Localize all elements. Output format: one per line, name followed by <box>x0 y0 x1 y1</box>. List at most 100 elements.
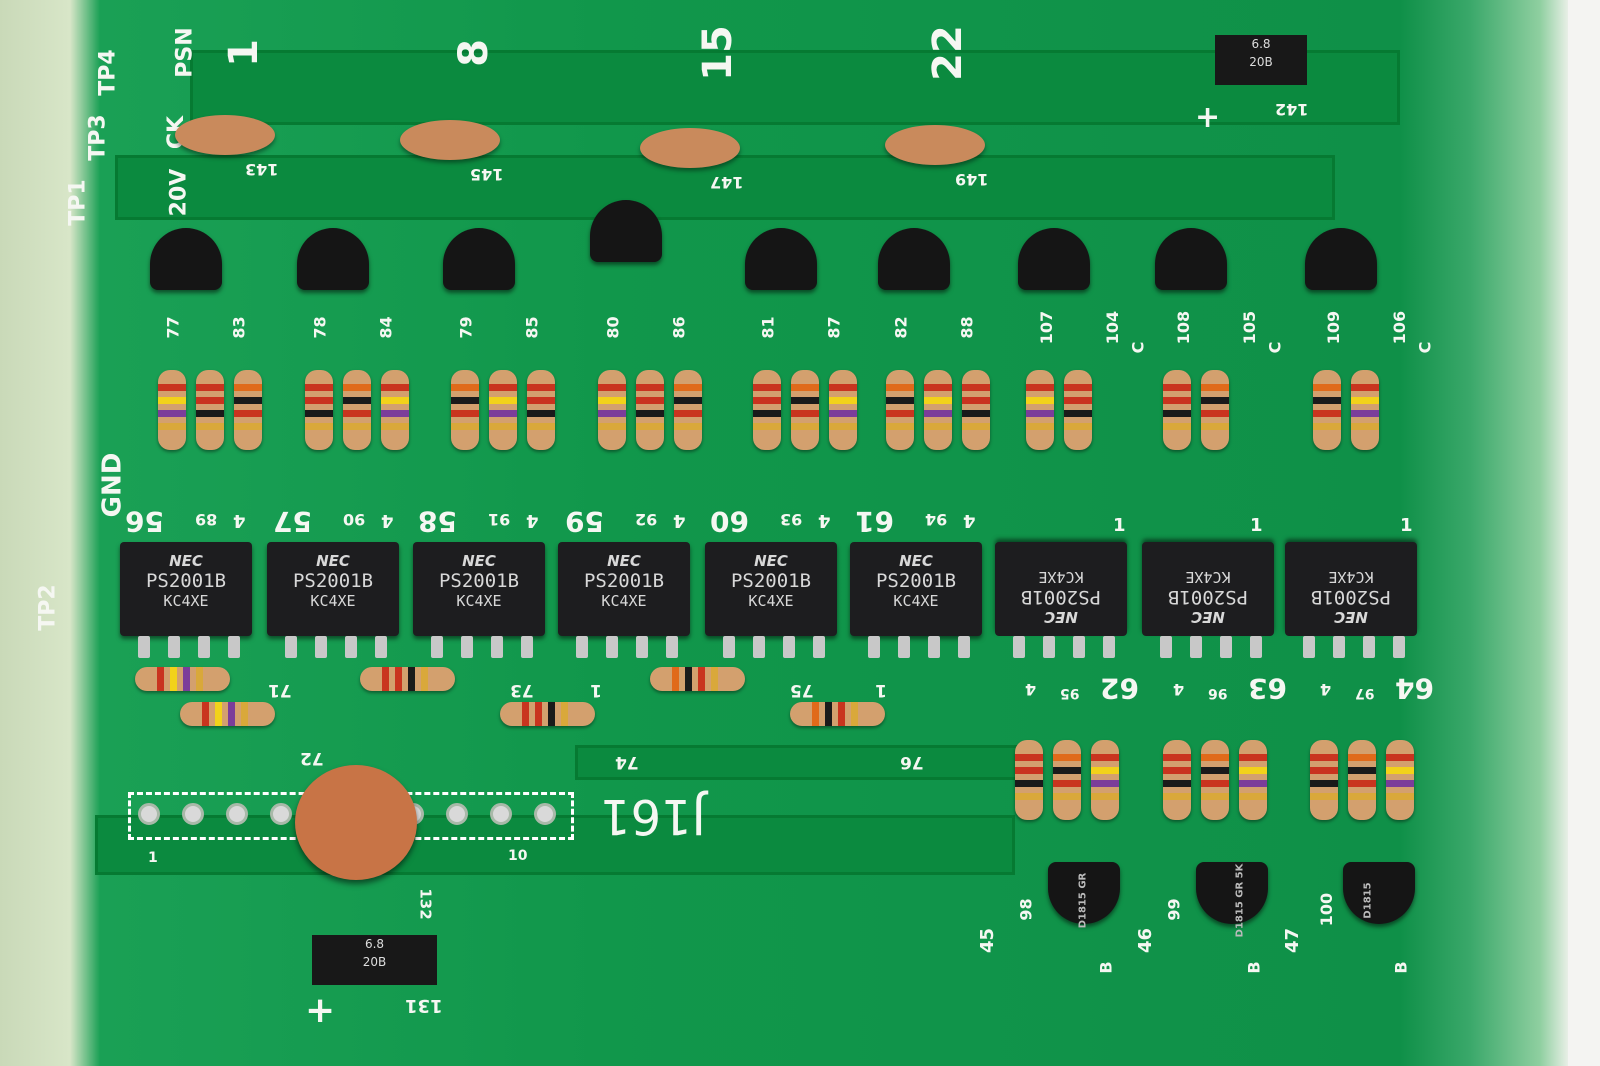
tp2-label: TP2 <box>35 584 61 631</box>
resistor-band <box>1201 793 1229 800</box>
ref-label: 64 <box>1395 672 1434 705</box>
resistor-band <box>1351 397 1379 404</box>
resistor-band <box>1351 423 1379 430</box>
ref-label: 95 <box>1060 685 1080 701</box>
resistor-band <box>886 423 914 430</box>
resistor-band <box>711 667 718 691</box>
resistor-band <box>561 702 568 726</box>
ref-label: 56 <box>125 505 164 538</box>
resistor-band <box>1386 780 1414 787</box>
mid-trace <box>575 745 1025 780</box>
chip-pin <box>315 636 327 658</box>
resistor-band <box>343 423 371 430</box>
chip-part: PS2001B <box>583 570 665 592</box>
chip-pin <box>576 636 588 658</box>
j161-label: J161 <box>600 788 706 844</box>
ref-label: 105 <box>1240 310 1260 345</box>
capacitor-ref: 149 <box>955 170 989 189</box>
resistor <box>1348 740 1376 820</box>
resistor-band <box>381 397 409 404</box>
resistor-band <box>1310 780 1338 787</box>
resistor-band <box>851 702 858 726</box>
gnd-label: GND <box>97 452 128 518</box>
resistor-band <box>522 702 529 726</box>
resistor-band <box>527 423 555 430</box>
ref-label: 99 <box>1164 898 1184 921</box>
resistor <box>1064 370 1092 450</box>
ref-label: 4 <box>1320 680 1332 699</box>
chip-lot: KC4XE <box>163 592 209 610</box>
resistor-band <box>451 423 479 430</box>
resistor-band <box>1026 410 1054 417</box>
chip-pin <box>228 636 240 658</box>
ref-label: 96 <box>1208 685 1228 701</box>
resistor-band <box>451 410 479 417</box>
connector-pad <box>534 803 556 825</box>
cap-ref-132: 132 <box>416 888 435 920</box>
resistor-band <box>962 423 990 430</box>
resistor-band <box>598 397 626 404</box>
chip-pin <box>168 636 180 658</box>
chip-pin <box>1013 636 1025 658</box>
resistor-band <box>924 410 952 417</box>
resistor-band <box>527 410 555 417</box>
ref-label: 84 <box>376 316 396 339</box>
resistor <box>196 370 224 450</box>
resistor <box>650 667 745 691</box>
conn-num-22: 22 <box>924 25 971 81</box>
resistor-band <box>1091 780 1119 787</box>
ref-label: 58 <box>418 505 457 538</box>
chip-part: PS2001B <box>1167 586 1249 608</box>
ref-label: 76 <box>900 752 924 772</box>
chip-pin <box>813 636 825 658</box>
resistor-band <box>234 384 262 391</box>
resistor-band <box>202 702 209 726</box>
resistor-band <box>196 423 224 430</box>
diode-marking: 20B <box>362 955 387 969</box>
resistor-band <box>1026 384 1054 391</box>
disc-capacitor <box>885 125 985 165</box>
20v-label: 20V <box>166 168 192 217</box>
ref-label: 94 <box>925 510 948 529</box>
chip-pin <box>431 636 443 658</box>
resistor-band <box>1091 793 1119 800</box>
resistor-band <box>1163 410 1191 417</box>
ref-label: 109 <box>1324 310 1344 345</box>
resistor-band <box>451 384 479 391</box>
resistor <box>234 370 262 450</box>
disc-capacitor <box>175 115 275 155</box>
resistor <box>1386 740 1414 820</box>
resistor-band <box>1386 767 1414 774</box>
resistor-band <box>548 702 555 726</box>
resistor-band <box>636 423 664 430</box>
ref-label: 4 <box>526 510 539 531</box>
pin1-mark: 1 <box>1400 515 1413 536</box>
resistor-band <box>215 702 222 726</box>
disc-capacitor <box>640 128 740 168</box>
resistor-band <box>598 423 626 430</box>
resistor-band <box>924 423 952 430</box>
resistor-band <box>753 410 781 417</box>
resistor-band <box>1239 793 1267 800</box>
transistor <box>1048 862 1120 924</box>
ref-label: 81 <box>758 316 778 339</box>
resistor-band <box>1386 754 1414 761</box>
chip-pin <box>1103 636 1115 658</box>
resistor <box>962 370 990 450</box>
pin-b-label: B <box>1244 961 1264 974</box>
resistor-band <box>1064 410 1092 417</box>
chip-lot: KC4XE <box>1185 568 1231 586</box>
resistor-band <box>636 384 664 391</box>
resistor-band <box>1053 780 1081 787</box>
resistor <box>1201 740 1229 820</box>
resistor <box>924 370 952 450</box>
chip-pin <box>636 636 648 658</box>
resistor-band <box>674 423 702 430</box>
chip-part: PS2001B <box>438 570 520 592</box>
resistor <box>158 370 186 450</box>
chip-brand: NEC <box>1334 608 1368 626</box>
resistor-band <box>598 384 626 391</box>
resistor <box>636 370 664 450</box>
resistor-band <box>1351 384 1379 391</box>
resistor-band <box>672 667 679 691</box>
